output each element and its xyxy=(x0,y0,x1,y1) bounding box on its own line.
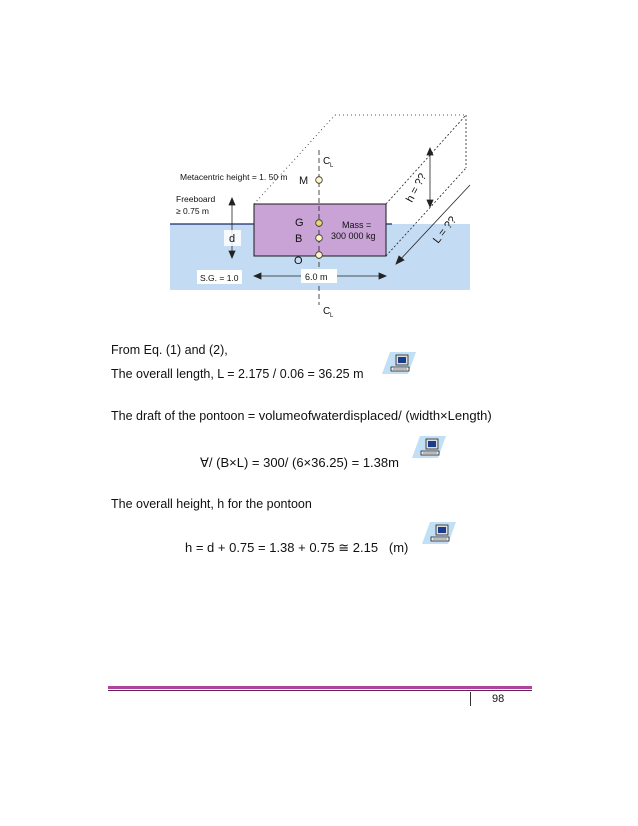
d-label-box xyxy=(224,230,241,246)
l-dimension xyxy=(395,184,471,265)
footer-rule xyxy=(108,686,532,689)
metacentric-label: Metacentric height = 1. 50 m xyxy=(180,172,288,182)
g-label: G xyxy=(295,217,304,229)
freeboard-label: Freeboard xyxy=(176,194,215,204)
mass-label-1: Mass = xyxy=(342,220,371,230)
freeboard-value: ≥ 0.75 m xyxy=(176,206,209,216)
draft-expression: volumeofwaterdisplaced/ (width×Length) xyxy=(258,408,492,423)
o-label: O xyxy=(294,255,303,267)
b-label: B xyxy=(295,233,302,245)
centerline-bottom-sub: L xyxy=(330,313,334,319)
width-label: 6.0 m xyxy=(305,272,328,282)
from-equations-text: From Eq. (1) and (2), xyxy=(111,343,228,357)
perspective-outline xyxy=(253,114,467,257)
centerline-top-label: C xyxy=(323,156,330,167)
width-label-box xyxy=(301,269,337,283)
height-equation: h = d + 0.75 = 1.38 + 0.75 ≅ 2.15 (m) xyxy=(185,540,409,555)
computer-icon xyxy=(422,522,456,544)
h-label: h = ?? xyxy=(404,171,429,204)
pontoon-box xyxy=(253,203,387,257)
mass-label-2: 300 000 kg xyxy=(331,231,376,241)
point-o xyxy=(315,251,323,259)
overall-length-text: The overall length, L = 2.175 / 0.06 = 3… xyxy=(111,367,364,381)
point-b xyxy=(315,234,323,242)
h-dimension xyxy=(426,146,434,209)
point-m xyxy=(315,176,323,184)
m-label: M xyxy=(299,175,308,187)
centerline-bottom-label: C xyxy=(323,306,330,317)
sg-label-box xyxy=(197,270,242,284)
overall-height-text: The overall height, h for the pontoon xyxy=(111,497,312,511)
draft-text: The draft of the pontoon = volumeofwater… xyxy=(111,408,492,423)
sg-label: S.G. = 1.0 xyxy=(200,273,239,283)
draft-prefix: The draft of the pontoon = xyxy=(111,409,259,423)
point-g xyxy=(315,219,323,227)
d-dimension xyxy=(228,196,236,260)
draft-equation: ∀/ (B×L) = 300/ (6×36.25) = 1.38m xyxy=(200,455,399,470)
footer-rule-shadow xyxy=(108,690,532,691)
pontoon-figure: h = ?? L = ?? C L C L M G B O Metacentri… xyxy=(170,114,471,319)
centerline-top-sub: L xyxy=(330,163,334,169)
d-label: d xyxy=(229,233,235,245)
water-slope xyxy=(385,224,470,290)
page-number-separator xyxy=(470,692,471,706)
page-number: 98 xyxy=(492,693,505,705)
computer-icon xyxy=(412,436,446,458)
computer-icon xyxy=(382,352,416,374)
